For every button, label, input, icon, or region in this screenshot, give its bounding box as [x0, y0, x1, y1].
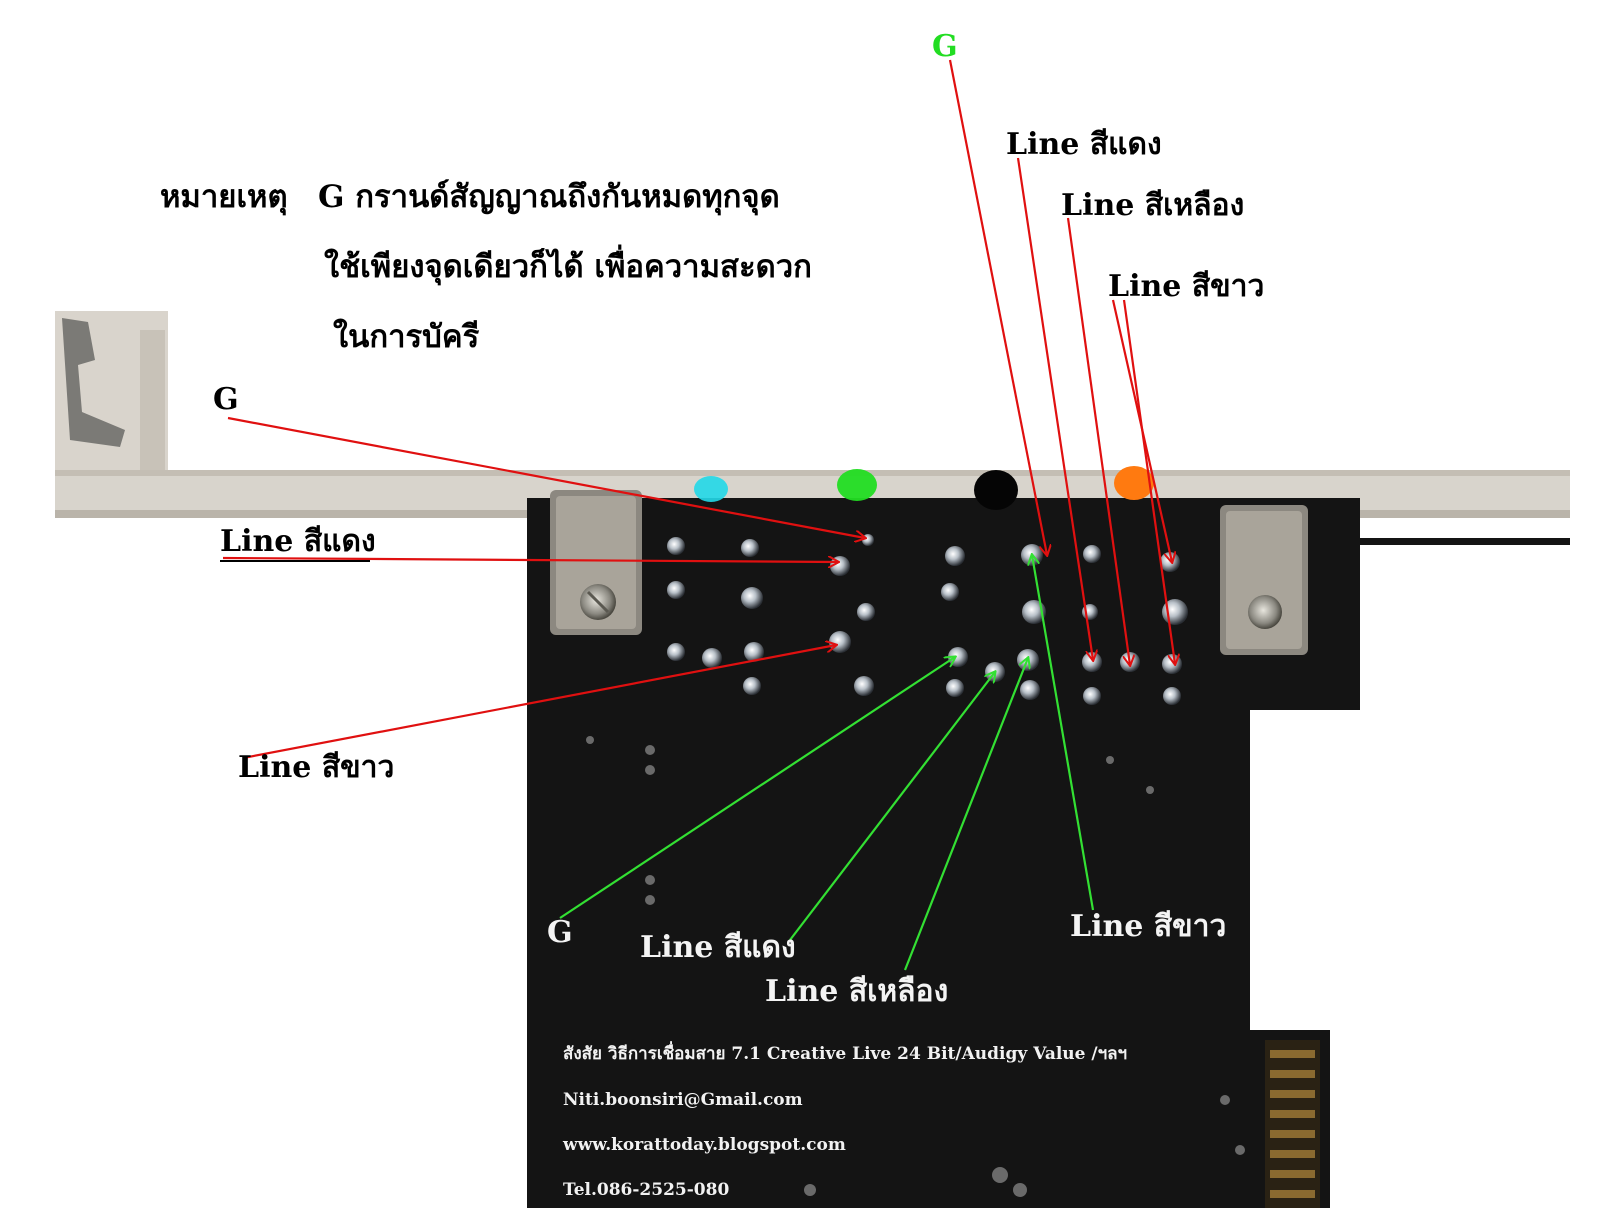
pcb-board — [527, 490, 1570, 1208]
label-top-ground: G — [932, 29, 958, 64]
label-left-ground: G — [213, 382, 239, 417]
solder-pad — [1162, 654, 1182, 674]
solder-pad — [1020, 680, 1040, 700]
note-line-3: ในการบัครี — [333, 319, 480, 355]
label-bottom-ground: G — [547, 915, 573, 950]
label-bottom-line-red: Line สีแดง — [640, 930, 796, 965]
label-top-line-white: Line สีขาว — [1108, 269, 1265, 304]
solder-pad — [857, 603, 875, 621]
solder-pad — [862, 534, 874, 546]
solder-pad — [946, 679, 964, 697]
solder-pad — [667, 537, 685, 555]
jack-marker-black — [974, 470, 1018, 510]
info-website: www.korattoday.blogspot.com — [563, 1135, 846, 1155]
label-left-line-red: Line สีแดง — [220, 524, 376, 559]
label-left-line-white: Line สีขาว — [238, 750, 395, 785]
jack-marker-cyan — [694, 476, 728, 502]
solder-pad — [1083, 687, 1101, 705]
left-bracket — [55, 311, 168, 478]
label-top-line-red: Line สีแดง — [1006, 127, 1162, 162]
solder-pad — [743, 677, 761, 695]
note-line-2: ใช้เพียงจุดเดียวก็ได้ เพื่อความสะดวก — [324, 249, 812, 285]
label-bottom-line-yellow: Line สีเหลือง — [765, 974, 949, 1009]
note-line-1: G กรานด์สัญญาณถึงกันหมดทุกจุด — [318, 179, 780, 215]
solder-pad — [948, 647, 968, 667]
solder-pad — [744, 642, 764, 662]
info-email: Niti.boonsiri@Gmail.com — [563, 1090, 803, 1110]
solder-pad — [941, 583, 959, 601]
solder-pad — [1083, 545, 1101, 563]
solder-pad — [741, 539, 759, 557]
label-bottom-line-white: Line สีขาว — [1070, 909, 1227, 944]
red-arrows — [222, 59, 1175, 760]
label-top-line-yellow: Line สีเหลือง — [1061, 188, 1245, 223]
solder-pad — [829, 631, 851, 653]
info-tel: Tel.086-2525-080 — [563, 1180, 730, 1200]
green-arrows — [559, 555, 1095, 971]
solder-pad — [1163, 687, 1181, 705]
solder-pad — [741, 587, 763, 609]
jack-marker-green — [837, 469, 877, 501]
solder-pad — [667, 643, 685, 661]
info-title: สังสัย วิธีการเชื่อมสาย 7.1 Creative Liv… — [563, 1044, 1128, 1064]
solder-pad — [702, 648, 722, 668]
solder-pad — [830, 556, 850, 576]
solder-pad — [945, 546, 965, 566]
jack-marker-orange — [1114, 466, 1154, 500]
solder-pad — [854, 676, 874, 696]
solder-pad — [667, 581, 685, 599]
note-heading: หมายเหตุ — [160, 179, 288, 215]
jack-color-markers — [694, 466, 1154, 510]
